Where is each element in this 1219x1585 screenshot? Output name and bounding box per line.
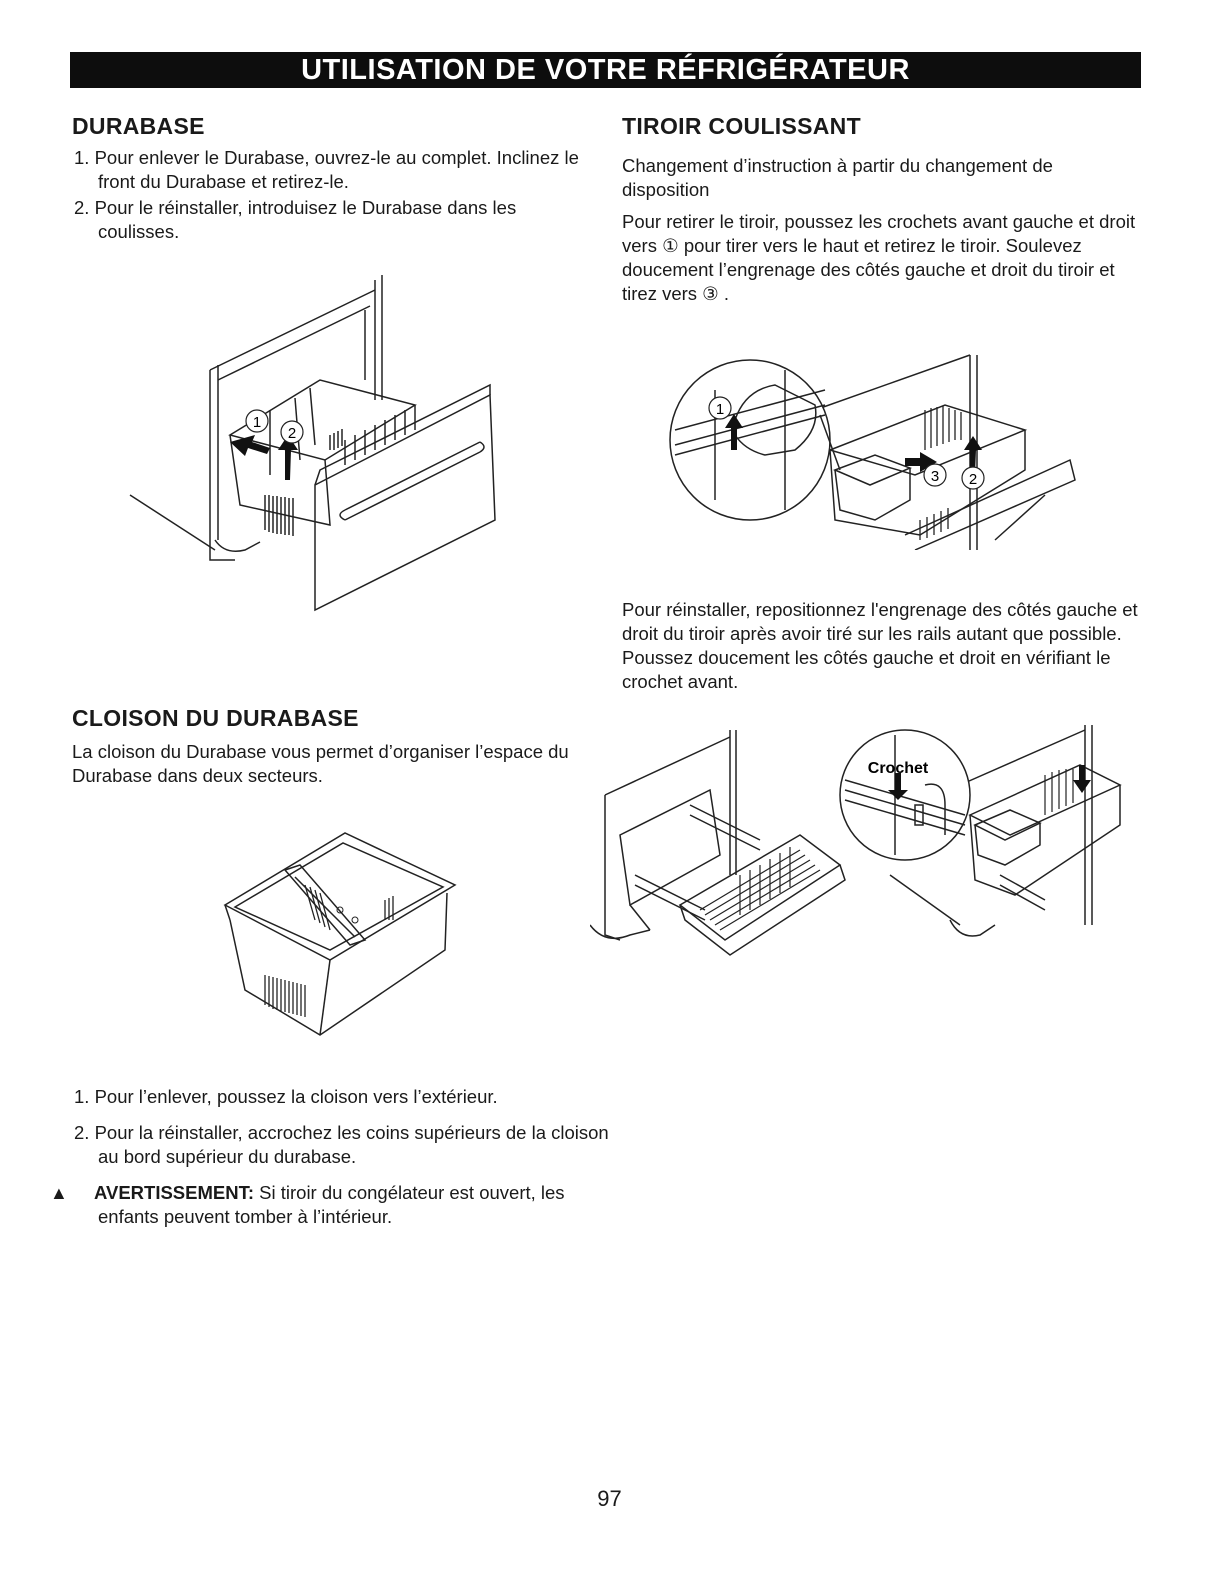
cloison-basket-figure bbox=[215, 825, 465, 1045]
tiroir-paragraph-1: Changement d’instruction à partir du cha… bbox=[622, 155, 1053, 200]
durabase-step-1: 1. Pour enlever le Durabase, ouvrez-le a… bbox=[74, 147, 579, 192]
cloison-step-1: 1. Pour l’enlever, poussez la cloison ve… bbox=[74, 1086, 498, 1107]
warning-note: ▲AVERTISSEMENT: Si tiroir du congélateur… bbox=[50, 1182, 565, 1227]
tiroir-callout-3-label: 3 bbox=[931, 468, 939, 485]
cloison-heading: CLOISON DU DURABASE bbox=[72, 705, 359, 731]
warning-icon: ▲ bbox=[50, 1183, 68, 1203]
cloison-step-2: 2. Pour la réinstaller, accrochez les co… bbox=[74, 1122, 609, 1167]
durabase-removal-figure: 1 2 bbox=[120, 270, 510, 630]
cloison-intro: La cloison du Durabase vous permet d’org… bbox=[72, 741, 569, 786]
callout-1-label: 1 bbox=[253, 414, 261, 431]
durabase-heading: DURABASE bbox=[72, 113, 205, 139]
tiroir-paragraph-3: Pour réinstaller, repositionnez l'engren… bbox=[622, 599, 1138, 692]
tiroir-heading: TIROIR COULISSANT bbox=[622, 113, 861, 139]
tiroir-callout-1-label: 1 bbox=[716, 401, 724, 418]
crochet-label: Crochet bbox=[868, 760, 929, 777]
tiroir-paragraph-2: Pour retirer le tiroir, poussez les croc… bbox=[622, 211, 1136, 304]
page-banner: UTILISATION DE VOTRE RÉFRIGÉRATEUR bbox=[70, 52, 1141, 88]
tiroir-callout-2-label: 2 bbox=[969, 471, 977, 488]
tiroir-removal-figure: 1 3 2 bbox=[665, 350, 1085, 550]
tiroir-callout-2-circle bbox=[961, 466, 985, 490]
tiroir-reinstall-figure-right: Crochet bbox=[830, 725, 1130, 955]
page-number: 97 bbox=[597, 1486, 622, 1511]
tiroir-callout-3-circle bbox=[923, 463, 947, 487]
callout-2-label: 2 bbox=[288, 425, 296, 442]
tiroir-callout-1-circle bbox=[708, 396, 732, 420]
tiroir-reinstall-figure-left bbox=[590, 725, 860, 965]
callout-2-circle bbox=[280, 420, 304, 444]
durabase-step-2: 2. Pour le réinstaller, introduisez le D… bbox=[74, 197, 517, 242]
callout-1-circle bbox=[245, 409, 269, 433]
